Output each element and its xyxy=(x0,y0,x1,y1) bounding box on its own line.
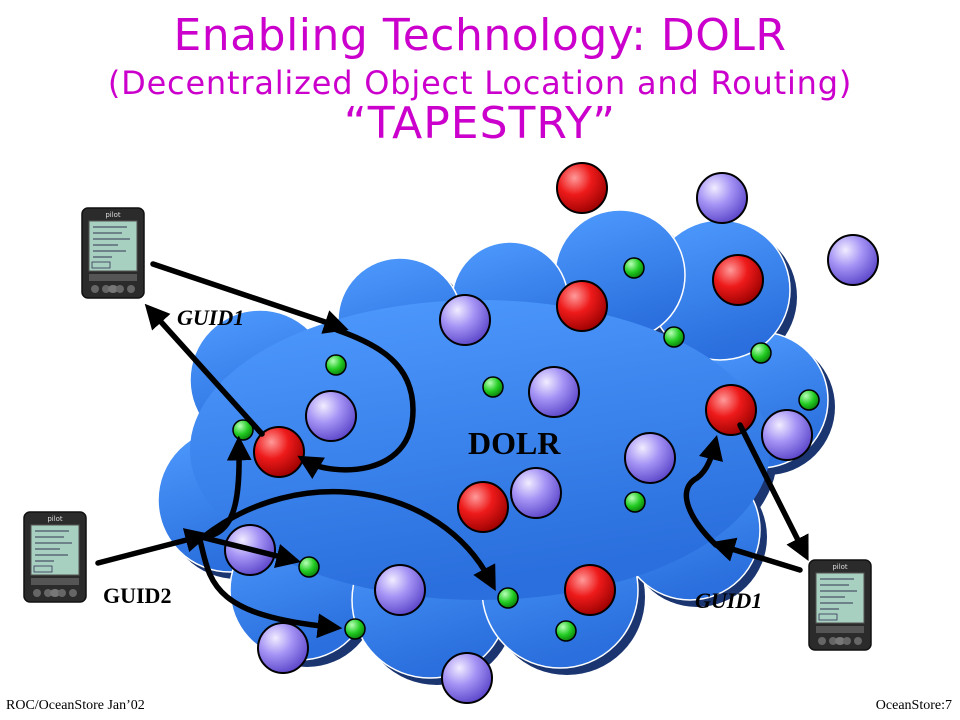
footer-left: ROC/OceanStore Jan’02 xyxy=(6,698,145,713)
router-node-icon xyxy=(325,354,347,376)
server-node-icon xyxy=(556,162,608,214)
client-node-icon xyxy=(624,432,676,484)
router-node-icon xyxy=(482,376,504,398)
router-node-icon xyxy=(750,342,772,364)
dolr-center-label: DOLR xyxy=(468,425,561,461)
pilot-pda-icon xyxy=(808,559,872,651)
client-nodes xyxy=(224,172,879,704)
title-line-2: (Decentralized Object Location and Routi… xyxy=(107,64,853,102)
client-node-icon xyxy=(305,390,357,442)
router-nodes xyxy=(232,257,820,642)
router-node-icon xyxy=(555,620,577,642)
client-node-icon xyxy=(761,409,813,461)
client-node-icon xyxy=(696,172,748,224)
router-node-icon xyxy=(497,587,519,609)
router-node-icon xyxy=(798,389,820,411)
title-line-1: Enabling Technology: DOLR xyxy=(173,10,787,61)
server-node-icon xyxy=(556,280,608,332)
router-node-icon xyxy=(298,556,320,578)
guid2-label: GUID2 xyxy=(103,583,172,608)
client-node-icon xyxy=(510,467,562,519)
router-node-icon xyxy=(623,257,645,279)
guid1-label-top: GUID1 xyxy=(177,305,245,330)
router-node-icon xyxy=(624,491,646,513)
server-node-icon xyxy=(705,384,757,436)
client-node-icon xyxy=(439,294,491,346)
pilot-pda-icon xyxy=(81,207,145,299)
client-node-icon xyxy=(441,652,493,704)
client-node-icon xyxy=(827,234,879,286)
title-line-3: “TAPESTRY” xyxy=(343,98,617,149)
footer-right: OceanStore:7 xyxy=(875,698,952,713)
server-node-icon xyxy=(712,254,764,306)
client-node-icon xyxy=(374,564,426,616)
server-node-icon xyxy=(253,426,305,478)
router-node-icon xyxy=(663,326,685,348)
routing-arrows xyxy=(95,261,809,639)
server-nodes xyxy=(253,162,764,616)
client-node-icon xyxy=(528,366,580,418)
guid1-label-bottom: GUID1 xyxy=(695,588,763,613)
server-node-icon xyxy=(457,481,509,533)
pilot-pda-icon xyxy=(23,511,87,603)
client-node-icon xyxy=(257,622,309,674)
server-node-icon xyxy=(564,564,616,616)
router-node-icon xyxy=(344,618,366,640)
